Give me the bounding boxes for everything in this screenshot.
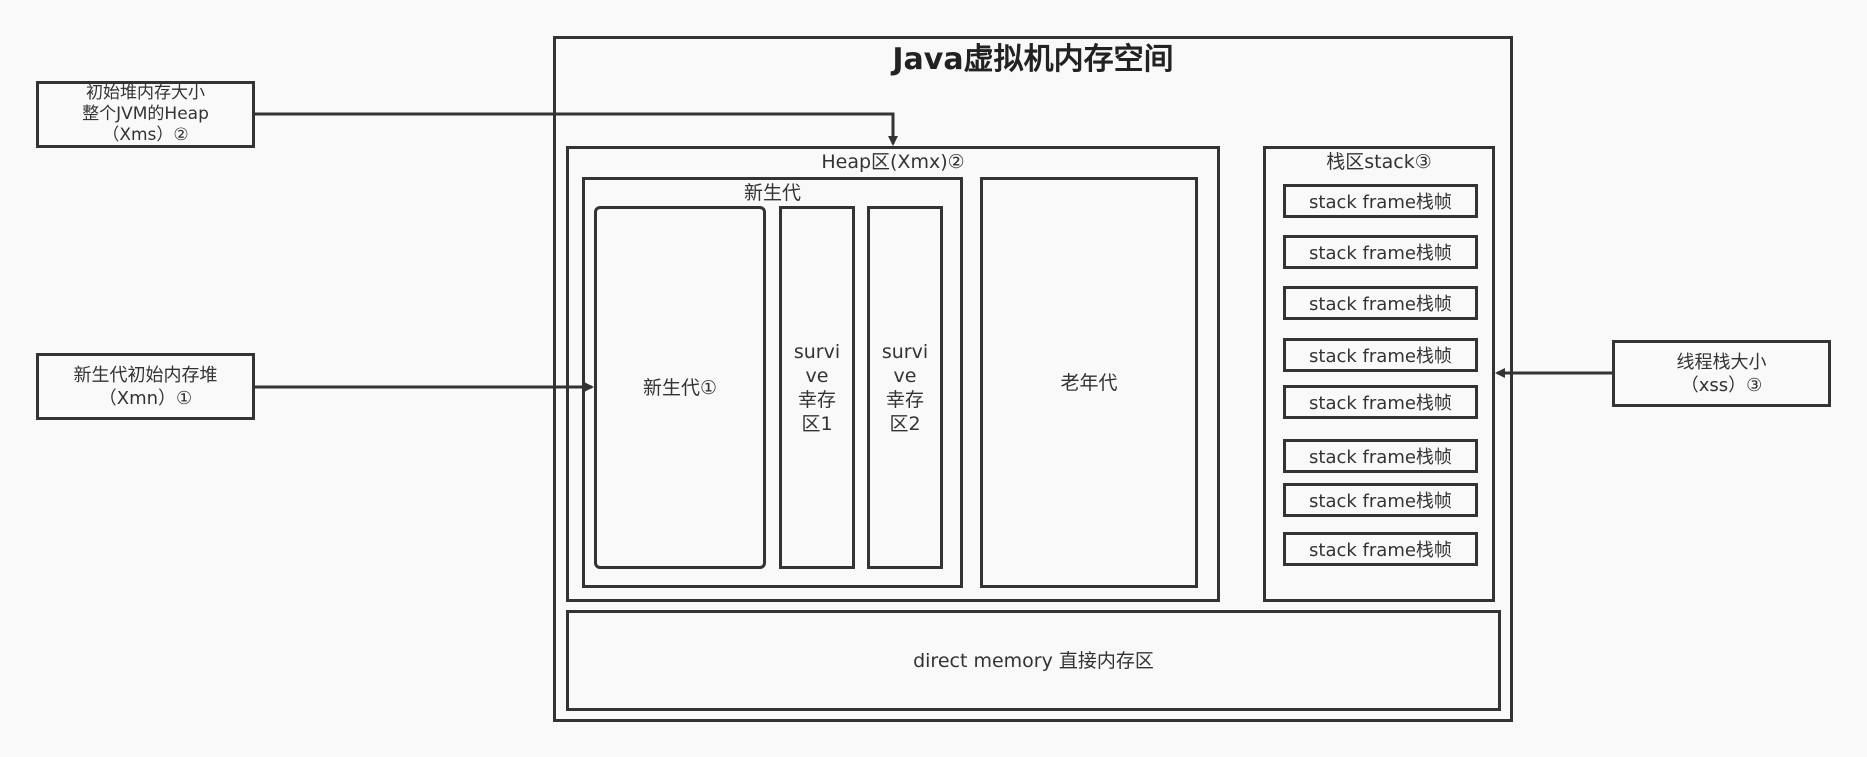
direct-memory-area: direct memory 直接内存区 [566, 610, 1501, 711]
xms-arrow [255, 112, 898, 146]
stack-frame: stack frame栈帧 [1283, 338, 1478, 372]
direct-memory-label: direct memory 直接内存区 [913, 649, 1154, 672]
survivor-2-line: 区2 [889, 412, 921, 435]
stack-frame: stack frame栈帧 [1283, 286, 1478, 320]
eden-space: 新生代① [594, 206, 766, 569]
stack-frame: stack frame栈帧 [1283, 483, 1478, 517]
survivor-1-line: 区1 [801, 412, 833, 435]
xmn-annotation-line: （Xmn）① [98, 387, 193, 409]
survivor-space-2: survi ve 幸存 区2 [867, 206, 943, 569]
diagram-title: Java虚拟机内存空间 [892, 42, 1174, 77]
stack-frame: stack frame栈帧 [1283, 184, 1478, 218]
stack-frame: stack frame栈帧 [1283, 532, 1478, 566]
survivor-2-line: ve [893, 364, 917, 387]
stack-label: 栈区stack③ [1326, 151, 1432, 173]
xss-annotation-line: （xss）③ [1680, 374, 1763, 396]
stack-frame: stack frame栈帧 [1283, 235, 1478, 269]
stack-frame: stack frame栈帧 [1283, 439, 1478, 473]
xms-annotation-line: 初始堆内存大小 [86, 83, 205, 103]
xss-annotation-line: 线程栈大小 [1676, 351, 1767, 373]
stack-area [1263, 146, 1495, 602]
xss-annotation: 线程栈大小 （xss）③ [1612, 340, 1831, 407]
survivor-2-line: survi [881, 340, 929, 363]
xmn-annotation: 新生代初始内存堆 （Xmn）① [36, 353, 255, 420]
old-generation-area: 老年代 [980, 177, 1198, 588]
old-generation-label: 老年代 [1060, 371, 1118, 394]
survivor-space-1: survi ve 幸存 区1 [779, 206, 855, 569]
eden-label: 新生代① [642, 376, 718, 399]
young-generation-area [582, 177, 963, 588]
stack-frame: stack frame栈帧 [1283, 385, 1478, 419]
survivor-1-line: 幸存 [797, 388, 836, 411]
xms-annotation: 初始堆内存大小 整个JVM的Heap （Xms）② [36, 81, 255, 148]
jvm-memory-container [553, 36, 1513, 722]
xms-annotation-line: （Xms）② [102, 125, 189, 145]
young-generation-label: 新生代 [743, 182, 801, 204]
xmn-annotation-line: 新生代初始内存堆 [73, 364, 218, 386]
survivor-1-line: survi [793, 340, 841, 363]
survivor-1-line: ve [805, 364, 829, 387]
xms-annotation-line: 整个JVM的Heap [82, 104, 209, 124]
heap-label: Heap区(Xmx)② [821, 151, 965, 173]
heap-area [566, 146, 1220, 602]
survivor-2-line: 幸存 [885, 388, 924, 411]
